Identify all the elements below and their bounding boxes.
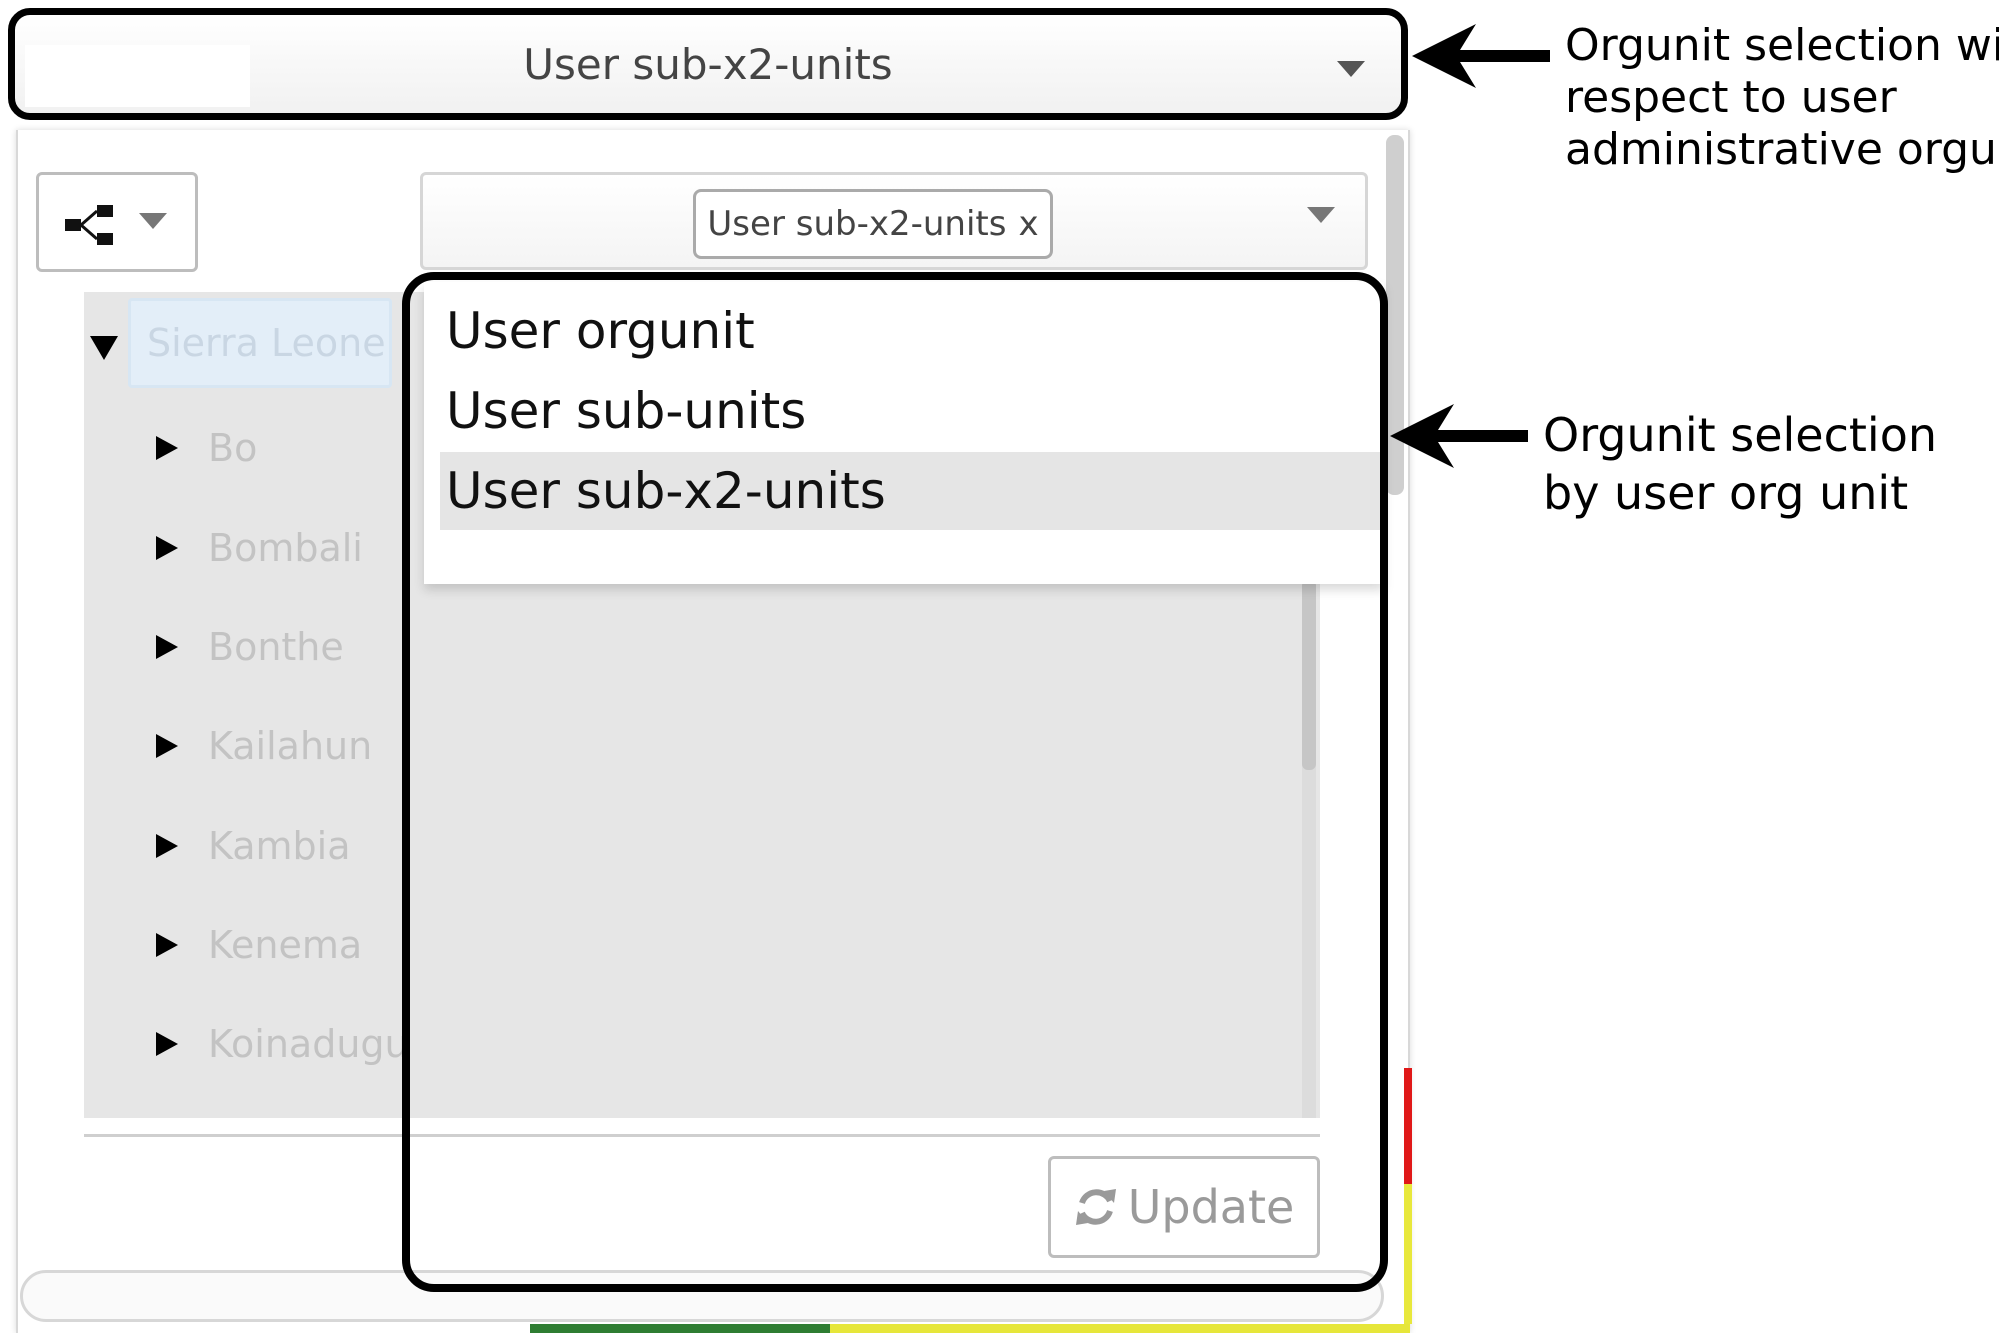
- collapsed-arrow-icon[interactable]: [156, 536, 178, 560]
- org-tree-icon: [65, 205, 113, 245]
- arrow-left-icon: [1412, 24, 1550, 88]
- selected-level-tag: User sub-x2-units x: [693, 189, 1053, 259]
- map-strip-yellow-side: [1404, 1184, 1412, 1324]
- orgunit-level-select[interactable]: User sub-x2-units x: [420, 172, 1368, 270]
- annotation-middle: Orgunit selection by user org unit: [1543, 408, 1938, 520]
- update-button-label: Update: [1127, 1180, 1295, 1234]
- select-left-blank: [25, 45, 250, 107]
- collapsed-arrow-icon[interactable]: [156, 436, 178, 460]
- user-orgunit-select[interactable]: User sub-x2-units: [8, 8, 1408, 120]
- update-button[interactable]: Update: [1048, 1156, 1320, 1258]
- collapsed-arrow-icon[interactable]: [156, 635, 178, 659]
- map-strip-yellow: [830, 1324, 1410, 1333]
- remove-tag-button[interactable]: x: [1018, 204, 1039, 244]
- dropdown-option-user-sub-x2-units[interactable]: User sub-x2-units: [440, 452, 1384, 530]
- annotation-top: Orgunit selection with respect to user a…: [1565, 20, 1999, 175]
- tree-item[interactable]: Kambia: [156, 816, 351, 876]
- footer-divider: [84, 1134, 1320, 1137]
- caret-down-icon: [139, 213, 167, 229]
- bottom-scrollbar[interactable]: [20, 1270, 1384, 1322]
- collapsed-arrow-icon[interactable]: [156, 834, 178, 858]
- tree-item[interactable]: Koinadugu: [156, 1014, 409, 1074]
- tree-item[interactable]: Kailahun: [156, 716, 372, 776]
- collapsed-arrow-icon[interactable]: [156, 1032, 178, 1056]
- map-strip-green: [530, 1324, 830, 1333]
- tree-scrollbar[interactable]: [1302, 580, 1316, 770]
- level-dropdown-menu: User orgunit User sub-units User sub-x2-…: [424, 282, 1384, 584]
- caret-down-icon: [1337, 61, 1365, 77]
- tree-item[interactable]: Bombali: [156, 518, 363, 578]
- expanded-arrow-icon[interactable]: [90, 336, 118, 360]
- user-orgunit-select-value: User sub-x2-units: [523, 39, 893, 89]
- tree-item[interactable]: Bonthe: [156, 617, 344, 677]
- tree-item[interactable]: Kenema: [156, 915, 362, 975]
- refresh-icon: [1075, 1189, 1116, 1225]
- map-strip-red: [1404, 1068, 1412, 1184]
- tree-mode-button[interactable]: [36, 172, 198, 272]
- arrow-left-icon: [1390, 404, 1528, 468]
- annotation-highlight-box: [402, 272, 1388, 1292]
- tree-root-node[interactable]: Sierra Leone: [128, 298, 392, 388]
- selected-level-tag-label: User sub-x2-units: [707, 204, 1007, 244]
- dropdown-option-user-sub-units[interactable]: User sub-units: [446, 382, 807, 440]
- panel-scrollbar[interactable]: [1386, 135, 1404, 495]
- tree-item[interactable]: Bo: [156, 418, 257, 478]
- dropdown-option-user-orgunit[interactable]: User orgunit: [446, 302, 755, 360]
- collapsed-arrow-icon[interactable]: [156, 734, 178, 758]
- caret-down-icon: [1307, 207, 1335, 223]
- collapsed-arrow-icon[interactable]: [156, 933, 178, 957]
